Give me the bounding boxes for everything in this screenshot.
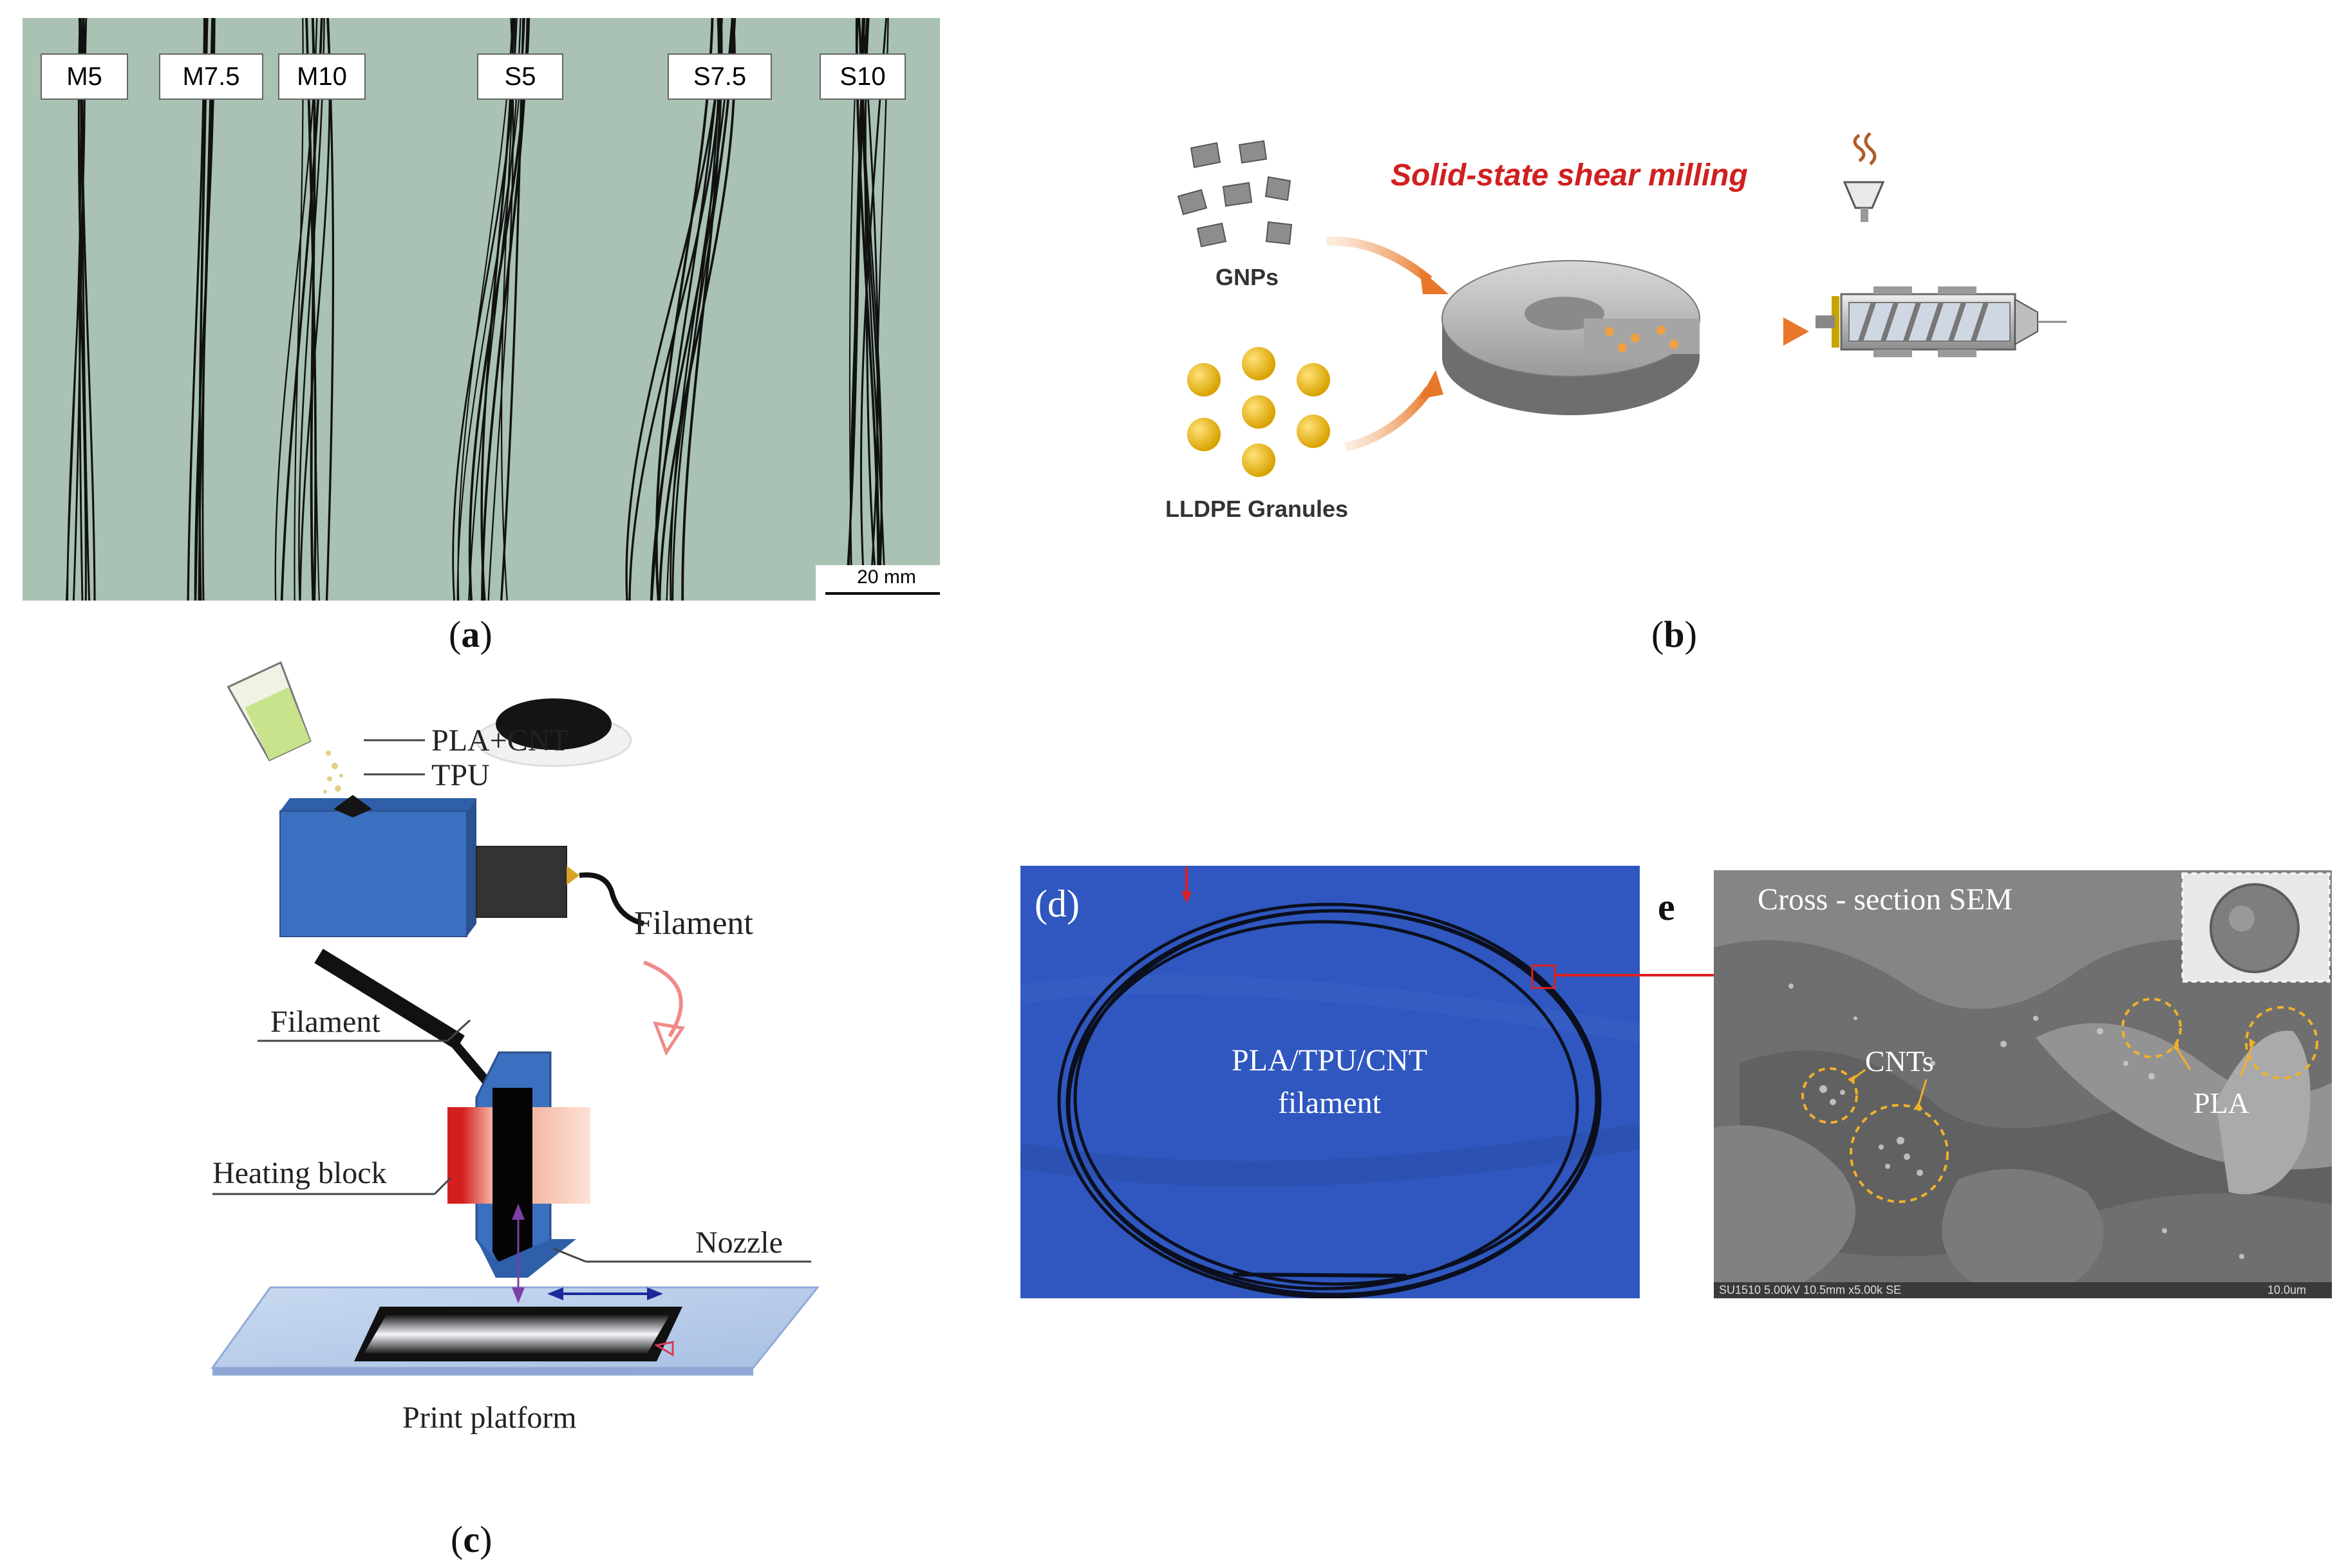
filament-strand [80,18,96,601]
filament-strand [650,18,723,601]
sample-label-m10: M10 [278,53,366,100]
heating-block-label: Heating block [212,1156,387,1190]
gnps-label: GNPs [1215,264,1279,290]
milling-process-graphic [1177,132,2067,477]
panel-d-letter: (d) [1035,882,1080,925]
panel-d-filament-coil-photo: (d) PLA/TPU/CNT filament [1020,866,1640,1298]
filament-strand [859,18,888,601]
filament-strand [294,18,304,601]
filament-strand [457,18,514,601]
nozzle-label: Nozzle [695,1226,783,1260]
scale-bar: 20 mm [816,565,940,601]
sem-scale-label: 10.0um [2267,1283,2307,1296]
filament-strand [666,18,737,601]
sem-micrograph-graphic [1714,870,2332,1298]
filament-strand [500,18,525,601]
pla-cnt-label: PLA+CNT [431,723,569,758]
filament-strand [671,18,720,601]
filament-label-line1: PLA/TPU/CNT [1231,1043,1428,1078]
filament-coil-graphic [1020,866,1640,1298]
panel-c-printing-schematic: PLA+CNT TPU Filament Filament Heating bl… [193,660,869,1451]
print-platform-icon [211,1286,820,1376]
filament-strand [468,18,530,601]
print-platform-label: Print platform [402,1401,577,1435]
filament-strand [658,18,736,601]
filament-strand [299,18,331,601]
filament-strand [855,18,880,601]
filament-strand [305,18,317,601]
filament-strand [480,18,515,601]
tpu-label: TPU [431,758,490,792]
filament-strand [298,18,325,601]
panel-e-letter: e [1658,886,1675,928]
milling-title: Solid-state shear milling [1391,158,1748,192]
filament-strand [187,18,206,601]
filament-strand [280,18,323,601]
filament-strand [66,18,82,601]
filament-strand [487,18,514,601]
sample-label-m7-5: M7.5 [159,53,263,100]
caption-a: (a) [449,613,493,655]
pla-label: PLA [2193,1087,2249,1119]
sem-title: Cross - section SEM [1758,882,2013,917]
filament-label-line2: filament [1278,1086,1381,1120]
panel-a-filament-photo: M5 M7.5 M10 S5 S7.5 S10 20 mm [23,18,940,601]
filament-label: PLA/TPU/CNT filament [1181,1040,1478,1125]
cnts-label: CNTs [1865,1045,1934,1078]
sample-label-s10: S10 [820,53,906,100]
fdm-schematic-graphic [211,661,820,1376]
lldpe-granules-icon [1187,347,1330,477]
filament-input-label: Filament [270,1005,380,1039]
filament-strand [452,18,516,601]
panel-e-sem-image: Cross - section SEM CNTs PLA SU1510 5.00… [1714,870,2332,1298]
heating-block-left [462,1107,493,1204]
caption-c: (c) [451,1518,493,1560]
sample-label-s7-5: S7.5 [668,53,772,100]
filament-strand [876,18,889,601]
panel-b-milling-diagram: Solid-state shear milling GNPs LLDPE Gra… [1165,126,2195,544]
filament-strands [66,18,889,601]
mill-disk-icon [1441,260,1700,415]
filament-strand [625,18,723,601]
filament-strand [481,18,529,601]
filament-extruder-icon [279,795,645,937]
beaker-icon [227,661,312,761]
filament-strand [274,18,318,601]
gnp-flakes-icon [1177,140,1293,248]
print-head-icon [314,948,576,1278]
filament-output-label: Filament [634,905,753,942]
lldpe-granules-label: LLDPE Granules [1165,496,1349,522]
scale-bar-label: 20 mm [857,566,916,588]
filament-strand [72,18,88,601]
filament-strand [194,18,216,601]
filament-strand [456,18,525,601]
scale-bar-line [825,592,940,595]
filament-strand [844,18,868,601]
filament-strand [655,18,714,601]
filament-strand [468,18,521,601]
extruder-icon [1816,132,2067,357]
sample-label-m5: M5 [41,53,128,100]
sample-label-s5: S5 [477,53,563,100]
filament-strand [325,18,335,601]
filament-strand [194,18,209,601]
filament-strand [861,18,879,601]
caption-b: (b) [1651,613,1697,655]
sem-info-bar: SU1510 5.00kV 10.5mm x5.00k SE [1719,1283,1902,1296]
heating-block-right [532,1107,590,1204]
cnt-powder-icon [475,698,632,767]
